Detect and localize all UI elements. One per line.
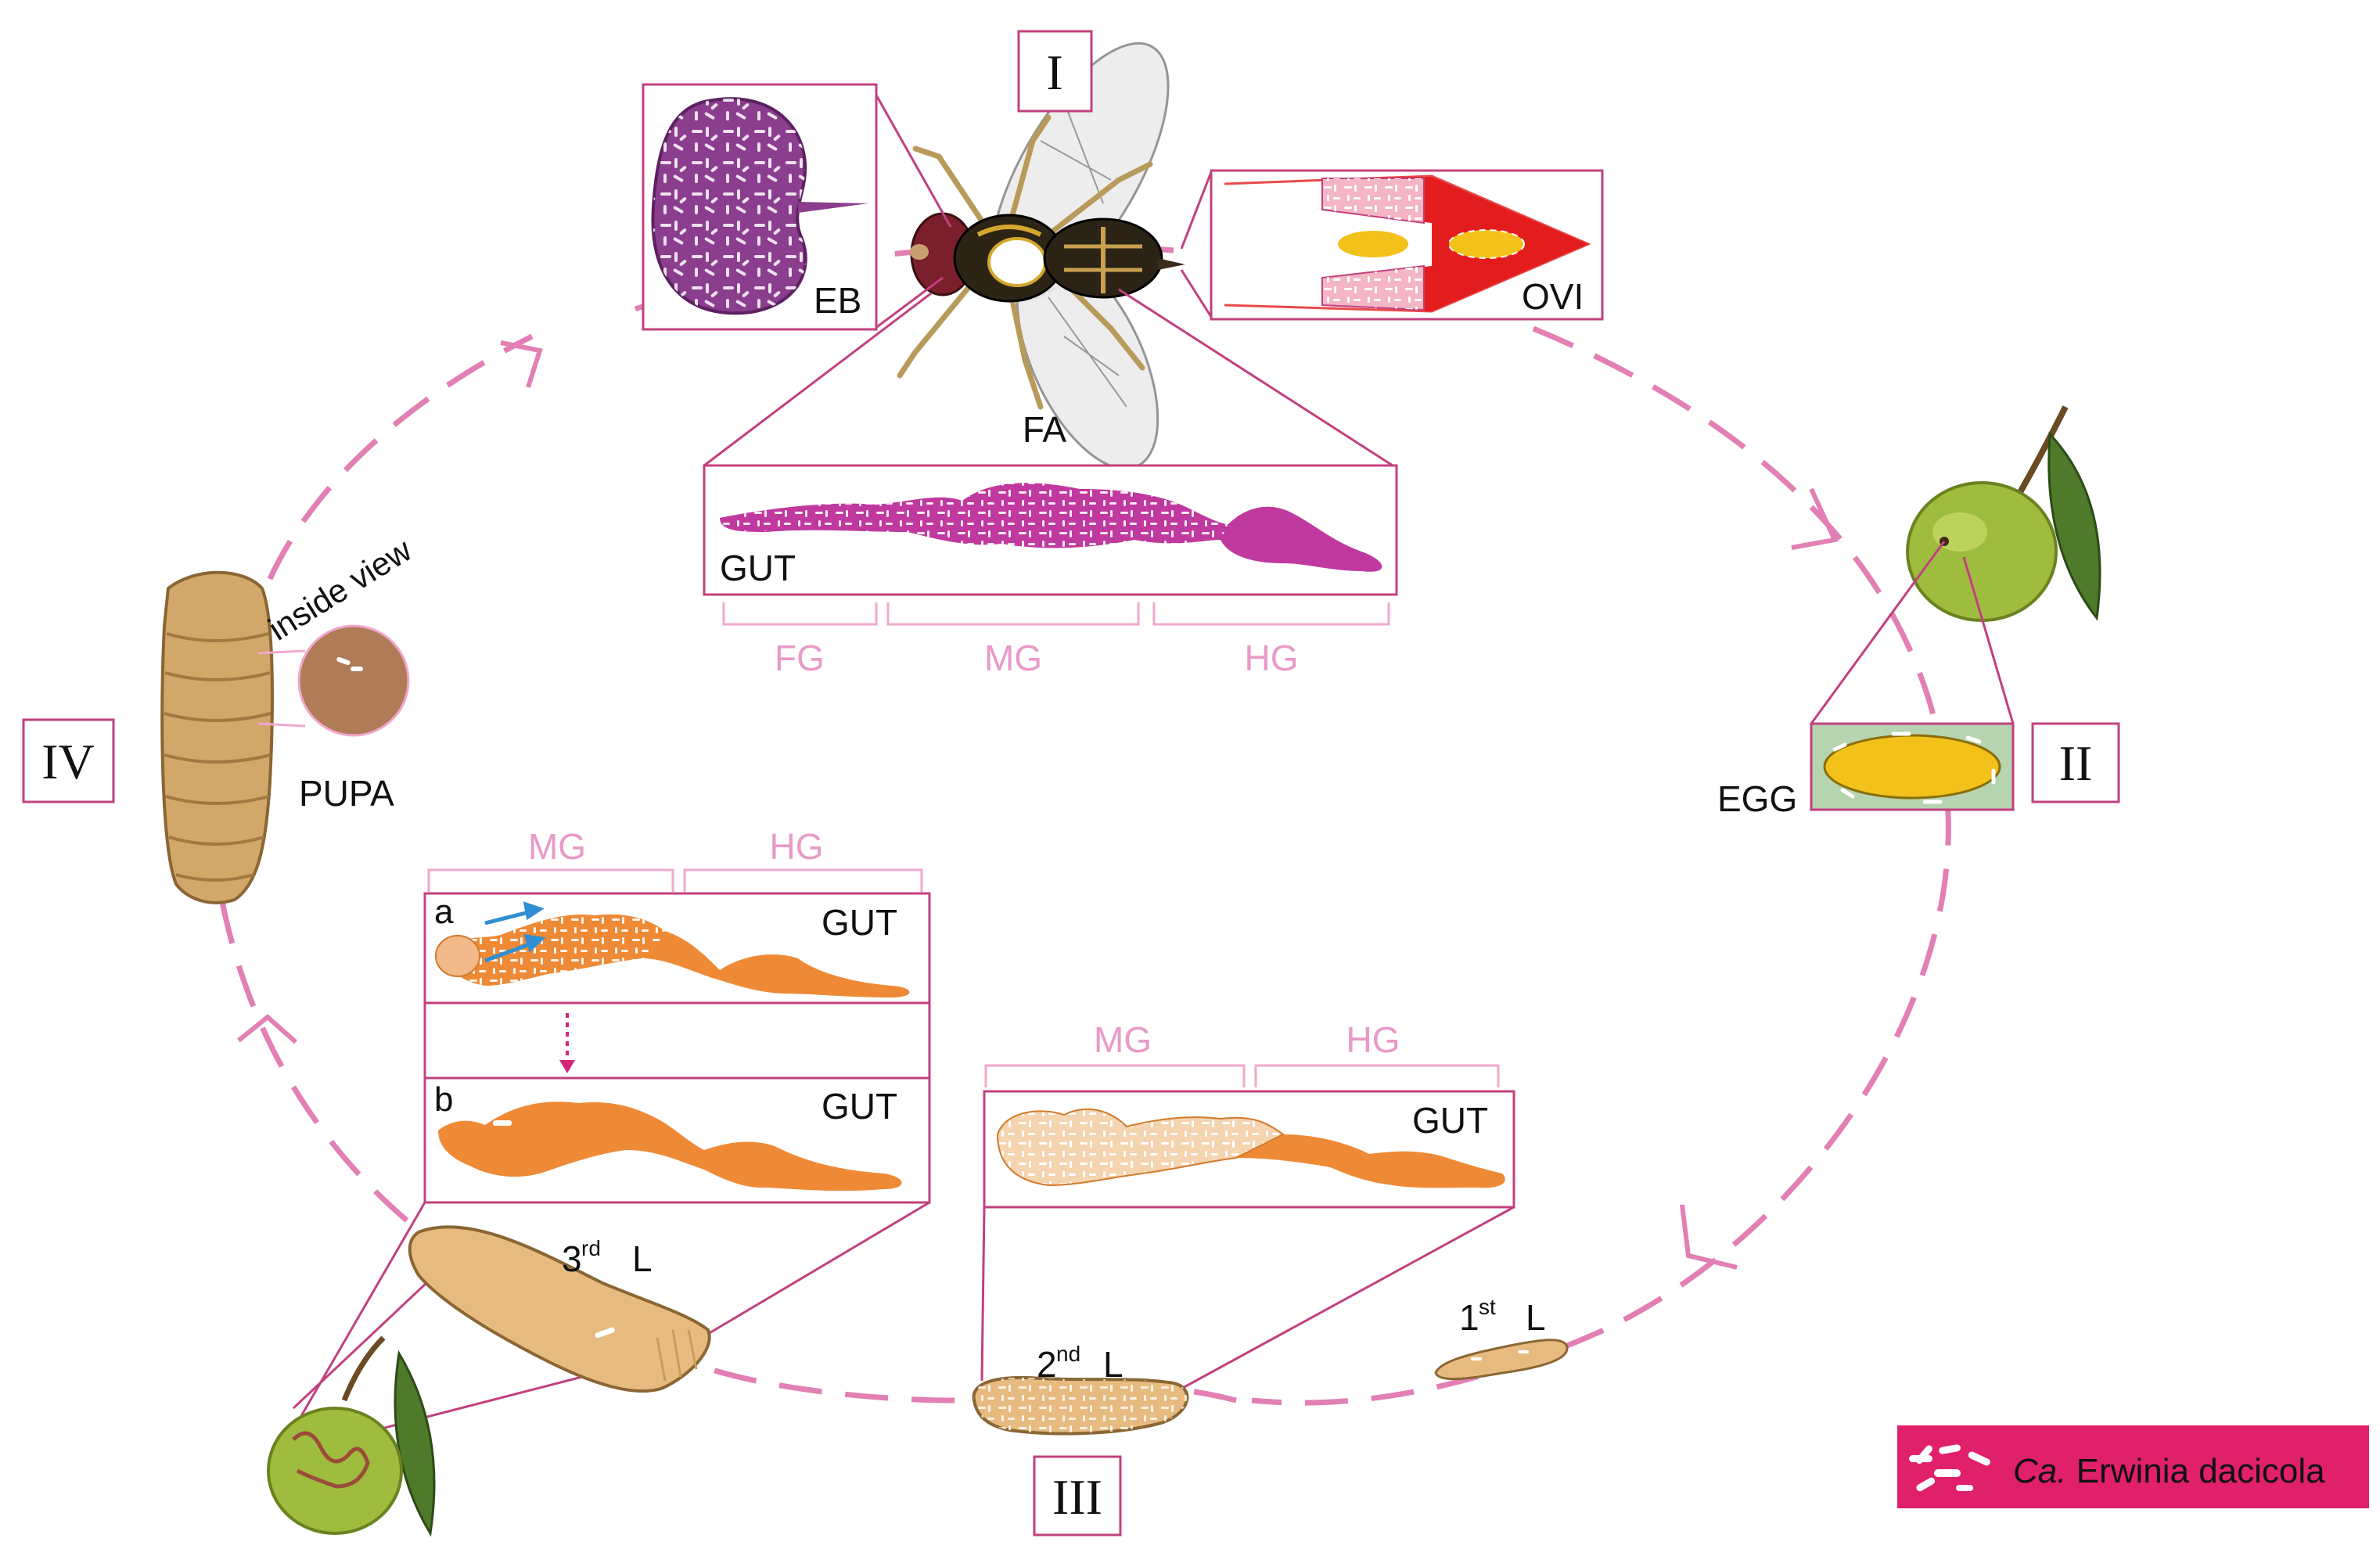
bacteriome-duct bbox=[798, 202, 868, 213]
arrowhead-larva-to-pupa bbox=[237, 1014, 297, 1044]
svg-text:L: L bbox=[1526, 1297, 1546, 1338]
second-instar-mg-label: MG bbox=[1094, 1019, 1152, 1060]
bacteria-legend: Ca. Erwinia dacicola bbox=[1897, 1425, 2369, 1508]
svg-text:GUT: GUT bbox=[1412, 1100, 1488, 1141]
adult-gut-section-brackets bbox=[722, 602, 1390, 626]
svg-text:3: 3 bbox=[562, 1238, 582, 1279]
stage-label-III: III bbox=[1033, 1455, 1122, 1536]
second-instar-gut-inset: GUT bbox=[983, 1090, 1515, 1209]
stage-label-II: II bbox=[2031, 722, 2120, 803]
panel-a-to-b-arrow bbox=[559, 1013, 575, 1073]
arrowhead-pupa-to-adult bbox=[500, 340, 543, 388]
stage-label-I: I bbox=[1017, 30, 1093, 113]
third-instar-larva bbox=[408, 1225, 711, 1393]
svg-text:b: b bbox=[434, 1080, 453, 1119]
endosymbiont-bulb-inset: EB bbox=[642, 83, 878, 331]
bacteria-glyph-icon bbox=[1909, 1444, 1990, 1492]
olive-egg-host bbox=[1906, 405, 2101, 622]
arrowhead-adult-to-egg bbox=[1791, 487, 1839, 550]
second-instar-larva bbox=[972, 1375, 1189, 1436]
svg-text:OVI: OVI bbox=[1522, 276, 1584, 317]
pupa-inside-view bbox=[257, 624, 410, 737]
second-instar-gut-brackets bbox=[984, 1064, 1500, 1087]
svg-text:L: L bbox=[1103, 1344, 1123, 1385]
svg-text:a: a bbox=[434, 893, 454, 931]
svg-text:EB: EB bbox=[814, 280, 861, 321]
egg-inset-connectors bbox=[1810, 541, 2015, 724]
svg-text:IV: IV bbox=[41, 734, 95, 789]
adult-fly-illustration bbox=[897, 41, 1185, 470]
second-instar-label: 2 nd L bbox=[1037, 1342, 1123, 1385]
svg-text:nd: nd bbox=[1056, 1342, 1080, 1366]
fly-label: FA bbox=[1023, 409, 1067, 450]
svg-text:III: III bbox=[1052, 1469, 1102, 1525]
svg-text:GUT: GUT bbox=[821, 902, 897, 943]
third-instar-mg-label: MG bbox=[528, 826, 586, 867]
arrowhead-egg-to-larva bbox=[1680, 1204, 1738, 1270]
svg-text:st: st bbox=[1479, 1295, 1496, 1319]
svg-text:2: 2 bbox=[1037, 1344, 1057, 1385]
adult-gut-fg-label: FG bbox=[775, 638, 825, 678]
adult-gut-mg-label: MG bbox=[984, 638, 1042, 678]
third-instar-gut-brackets bbox=[427, 868, 923, 892]
egg-inset bbox=[1810, 722, 2015, 811]
second-instar-connectors bbox=[980, 1206, 1515, 1390]
first-instar-label: 1 st L bbox=[1459, 1295, 1546, 1338]
third-instar-label: 3 rd L bbox=[562, 1236, 653, 1279]
third-instar-gut-panel-b: b GUT bbox=[434, 1080, 902, 1191]
svg-text:L: L bbox=[632, 1238, 653, 1279]
fly-inset-connectors bbox=[703, 92, 1393, 467]
cycle-arrowheads bbox=[237, 340, 1839, 1270]
ovi-egg-posterior bbox=[1448, 229, 1525, 259]
svg-text:GUT: GUT bbox=[821, 1086, 897, 1127]
svg-text:I: I bbox=[1046, 45, 1062, 100]
ovipositor-inset: OVI bbox=[1210, 169, 1604, 321]
svg-text:rd: rd bbox=[581, 1236, 601, 1260]
egg-label: EGG bbox=[1717, 778, 1797, 819]
third-instar-hg-label: HG bbox=[770, 826, 824, 867]
third-instar-gut-panel-a: a GUT bbox=[434, 893, 910, 997]
svg-text:II: II bbox=[2059, 735, 2093, 791]
stage-label-IV: IV bbox=[22, 718, 115, 803]
adult-gut-hg-label: HG bbox=[1245, 638, 1299, 678]
ovi-egg bbox=[1338, 231, 1408, 257]
svg-text:GUT: GUT bbox=[720, 548, 796, 588]
pupa-label: PUPA bbox=[299, 773, 394, 814]
svg-text:1: 1 bbox=[1459, 1297, 1479, 1338]
adult-gut-inset: GUT bbox=[703, 464, 1398, 596]
svg-text:Ca. Erwinia dacicola: Ca. Erwinia dacicola bbox=[2013, 1452, 2325, 1490]
olive-with-third-instar bbox=[267, 1335, 436, 1537]
pupa-illustration bbox=[160, 570, 274, 904]
first-instar-larva bbox=[1434, 1339, 1569, 1381]
second-instar-hg-label: HG bbox=[1346, 1019, 1400, 1060]
